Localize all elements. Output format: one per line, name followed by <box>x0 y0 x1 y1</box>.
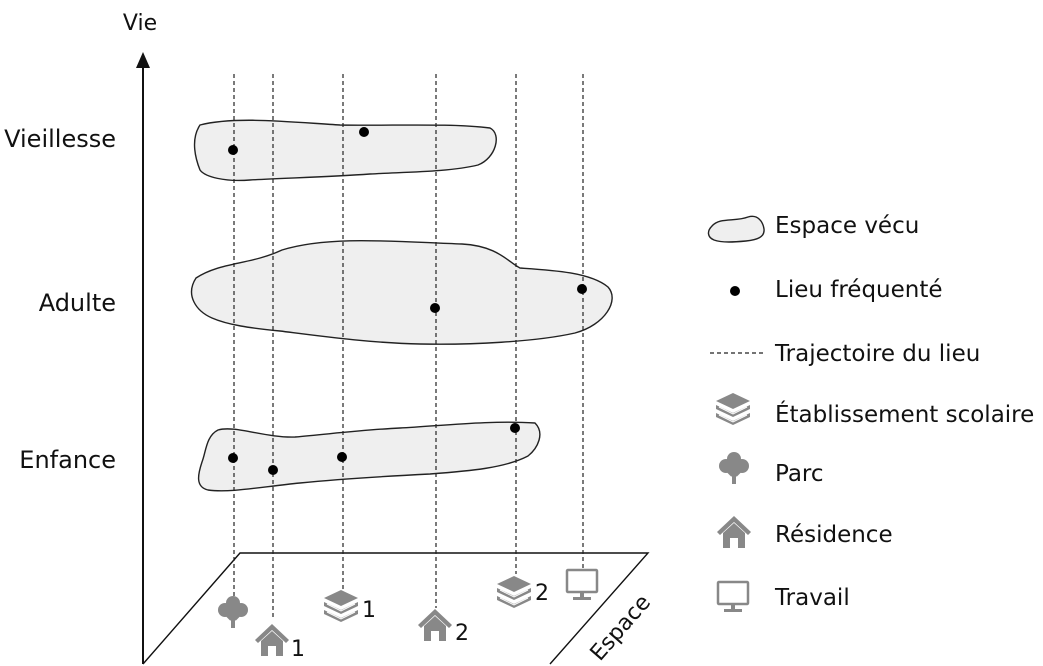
legend-item-residence: Résidence <box>717 516 893 548</box>
legend: Espace vécu Lieu fréquenté Trajectoire d… <box>707 213 1034 614</box>
place-dot <box>359 127 369 137</box>
house-icon <box>418 609 452 641</box>
life-stage-labels: Vieillesse Adulte Enfance <box>4 125 116 474</box>
legend-item-school: Établissement scolaire <box>715 392 1034 428</box>
lived-space-vieillesse <box>193 119 497 182</box>
legend-item-park: Parc <box>718 451 824 487</box>
books-icon <box>496 575 532 609</box>
legend-item-lived-space: Espace vécu <box>707 213 919 243</box>
floor-axis-label: Espace <box>586 590 656 666</box>
house-icon <box>255 624 289 656</box>
place-trajectories <box>233 74 584 620</box>
books-icon <box>715 392 751 426</box>
place-dot <box>228 453 238 463</box>
lived-space-enfance <box>197 421 541 492</box>
stage-label-vieillesse: Vieillesse <box>4 125 116 153</box>
legend-item-trajectory: Trajectoire du lieu <box>710 341 980 367</box>
legend-item-frequented-place: Lieu fréquenté <box>730 277 943 303</box>
legend-label: Résidence <box>775 522 893 548</box>
place-dot <box>430 303 440 313</box>
legend-label: Parc <box>775 461 824 487</box>
place-dot <box>228 145 238 155</box>
legend-label: Établissement scolaire <box>775 400 1034 428</box>
blob-icon <box>707 215 765 243</box>
floor-places: 1 1 2 2 <box>217 568 599 662</box>
stage-label-adulte: Adulte <box>39 289 116 317</box>
place-number-school1: 1 <box>362 598 376 623</box>
place-number-home2: 2 <box>455 621 469 646</box>
tree-icon <box>718 451 750 485</box>
axis-arrowhead <box>136 52 150 68</box>
legend-label: Travail <box>774 585 850 611</box>
legend-label: Espace vécu <box>775 213 919 239</box>
monitor-icon <box>565 568 599 602</box>
frequented-places <box>228 127 587 475</box>
vertical-axis: Vie <box>123 11 157 664</box>
place-dot <box>577 284 587 294</box>
house-icon <box>717 516 751 548</box>
monitor-icon <box>716 580 750 614</box>
place-number-school2: 2 <box>535 581 549 606</box>
place-dot <box>268 465 278 475</box>
tree-icon <box>217 595 249 629</box>
stage-label-enfance: Enfance <box>19 446 116 474</box>
legend-item-work: Travail <box>716 580 850 614</box>
floor-outline <box>142 552 650 665</box>
legend-label: Lieu fréquenté <box>775 277 943 303</box>
place-dot <box>510 423 520 433</box>
books-icon <box>323 589 359 623</box>
dot-icon <box>730 286 740 296</box>
place-dot <box>337 452 347 462</box>
vertical-axis-label: Vie <box>123 11 157 36</box>
place-number-home1: 1 <box>291 637 305 662</box>
lived-spaces <box>190 119 613 492</box>
legend-label: Trajectoire du lieu <box>774 341 980 367</box>
lived-space-adulte <box>190 239 613 345</box>
